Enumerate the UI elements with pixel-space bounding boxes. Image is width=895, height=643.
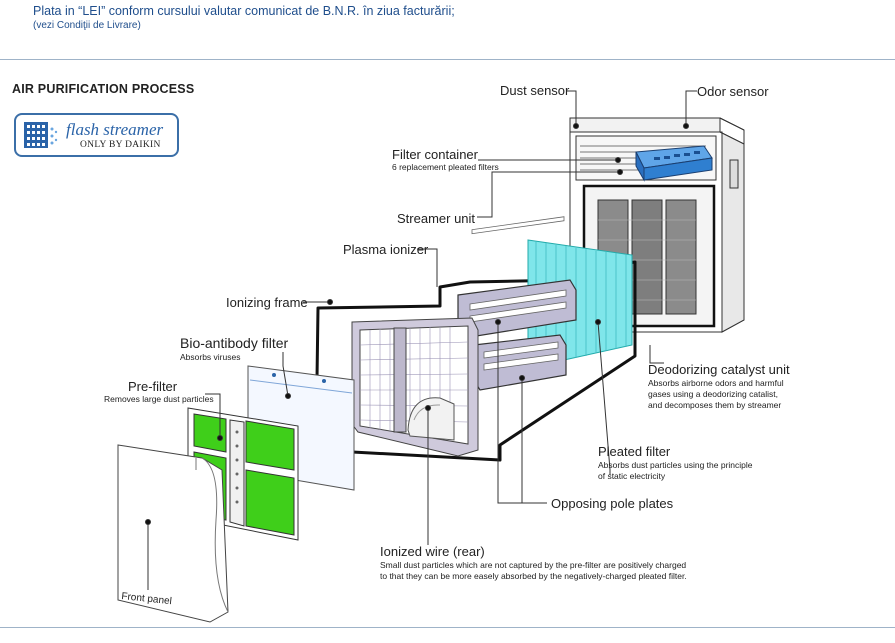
label-dust-sensor: Dust sensor (500, 83, 570, 98)
label-pleated-filter: Pleated filter (598, 444, 671, 459)
bottom-divider (0, 627, 895, 628)
label-plasma-ionizer: Plasma ionizer (343, 242, 429, 257)
section-title: AIR PURIFICATION PROCESS (12, 82, 195, 96)
front-panel-part (117, 444, 229, 623)
label-pre-filter: Pre-filter (128, 379, 178, 394)
desc-deodorizing-3: and decomposes them by streamer (648, 400, 782, 410)
desc-deodorizing-2: gases using a deodorizing catalist, (648, 389, 778, 399)
desc-pleated-1: Absorbs dust particles using the princip… (598, 460, 753, 470)
label-streamer-unit: Streamer unit (397, 211, 476, 226)
desc-ionized-1: Small dust particles which are not captu… (380, 560, 687, 570)
badge-tagline: ONLY BY DAIKIN (80, 140, 161, 150)
desc-deodorizing-1: Absorbs airborne odors and harmful (648, 378, 784, 388)
label-deodorizing-unit: Deodorizing catalyst unit (648, 362, 790, 377)
label-bio-antibody-filter: Bio-antibody filter (180, 335, 289, 351)
label-opposing-pole-plates: Opposing pole plates (551, 496, 674, 511)
label-ionizing-frame: Ionizing frame (226, 295, 308, 310)
filter-container-part (635, 145, 713, 182)
desc-pre-filter: Removes large dust particles (104, 394, 214, 404)
leader-lines (145, 90, 697, 590)
opposing-pole-plates-part (457, 216, 577, 391)
label-odor-sensor: Odor sensor (697, 84, 769, 99)
label-filter-container: Filter container (392, 147, 478, 162)
ionizing-frame-part (351, 317, 479, 457)
payment-note: Plata in “LEI” conform cursului valutar … (33, 4, 455, 18)
streamer-logo-icon (24, 122, 58, 148)
conditions-link[interactable]: (vezi Condiţii de Livrare) (33, 20, 141, 31)
desc-pleated-2: of static electricity (598, 471, 666, 481)
desc-ionized-2: to that they can be more easely absorbed… (380, 571, 687, 581)
badge-brand: flash streamer (66, 120, 164, 139)
flash-streamer-badge: flash streamer ONLY BY DAIKIN (14, 113, 179, 157)
desc-bio-antibody-filter: Absorbs viruses (180, 352, 241, 362)
desc-filter-container: 6 replacement pleated filters (392, 162, 499, 172)
top-divider (0, 59, 895, 60)
label-ionized-wire: Ionized wire (rear) (380, 544, 485, 559)
